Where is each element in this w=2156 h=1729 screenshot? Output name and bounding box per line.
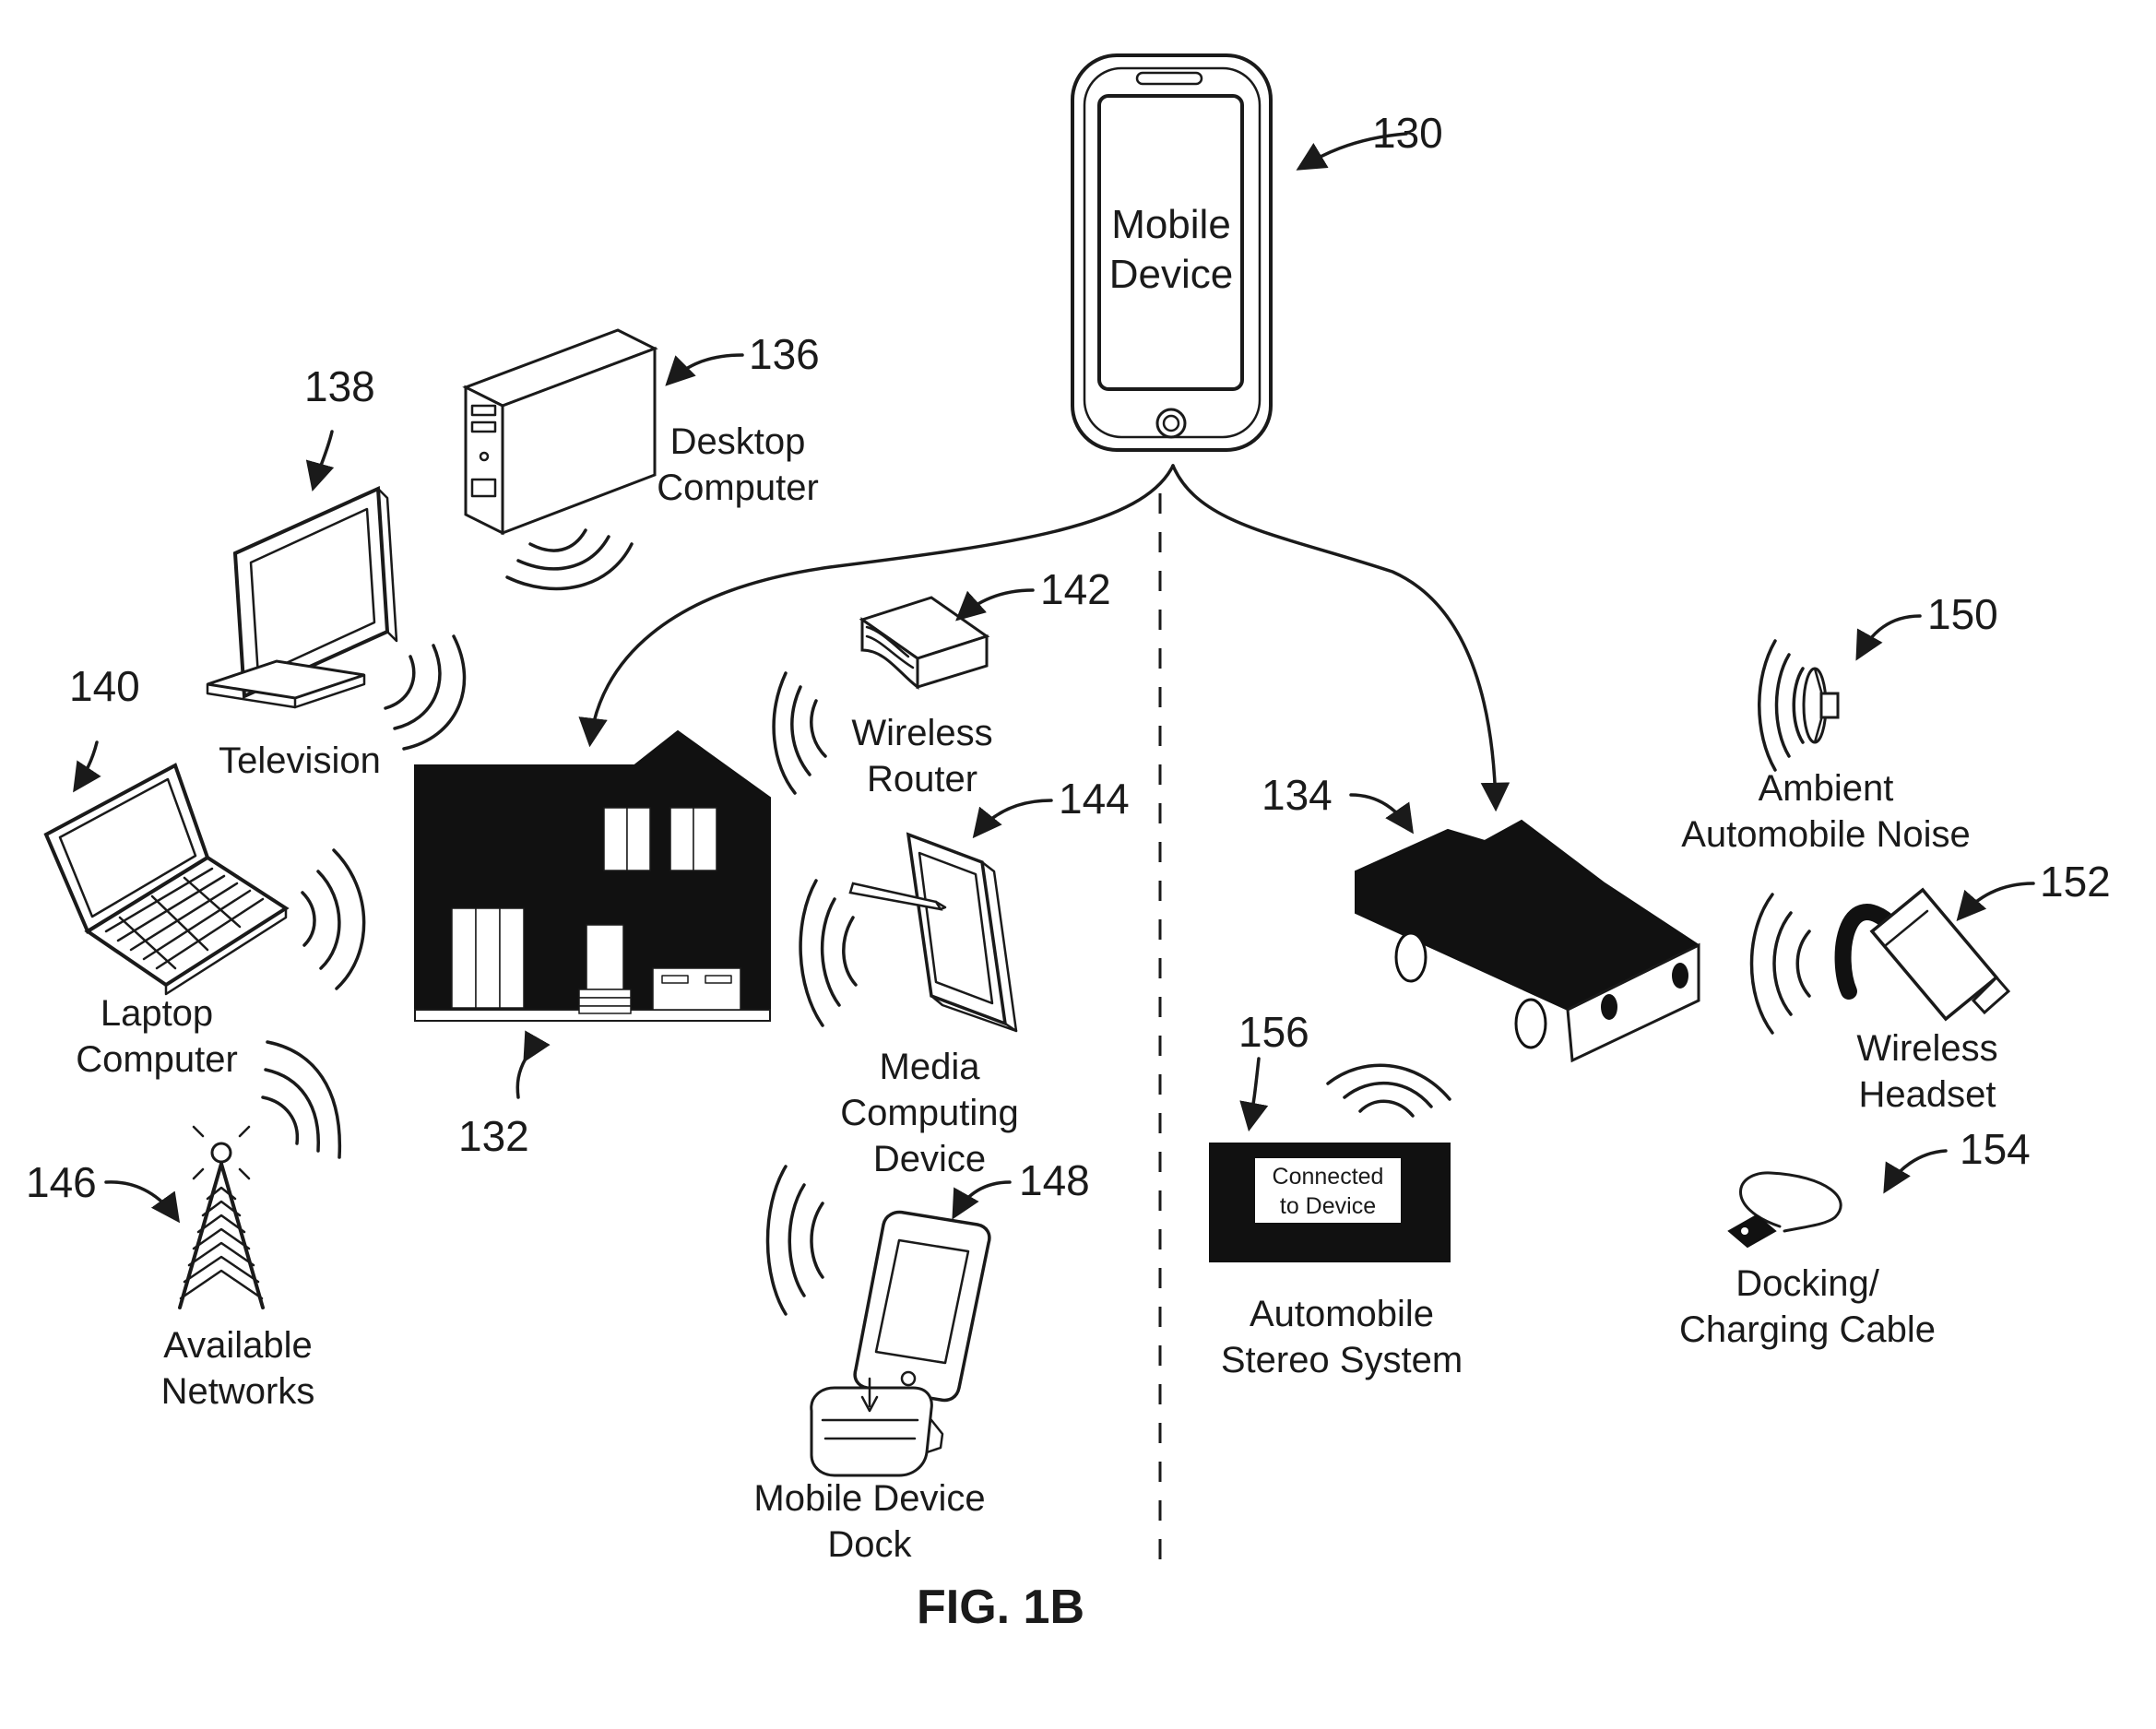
ref-arrow-134 [1351,795,1411,830]
desktop-tower-icon [466,330,655,533]
ref-arrow-152 [1960,883,2033,918]
bluetooth-headset-icon [1843,890,2008,1019]
docking-charging-cable: Docking/ Charging Cable 154 [1679,1125,2031,1350]
ref-arrow-146 [106,1182,177,1219]
ref-arrow-150 [1858,616,1920,657]
mobile-device-label-line2: Device [1109,252,1234,297]
cable-label-line2: Charging Cable [1679,1309,1936,1350]
mobile-device: Mobile Device 130 [1072,55,1443,450]
car-icon [1356,821,1699,1060]
ref-arrow-140 [76,742,97,788]
ambient-automobile-noise: Ambient Automobile Noise 150 [1681,590,1998,855]
tablet-stylus-icon [850,835,1016,1031]
ambient-label-line2: Automobile Noise [1681,814,1971,855]
dock-label-line1: Mobile Device [753,1478,985,1519]
house-icon [415,731,770,1021]
desktop-computer: Desktop Computer 136 [466,330,820,588]
wireless-signal-icon [507,530,632,588]
wireless-router: Wireless Router 142 [774,565,1111,799]
phone-dock-icon [811,1213,989,1475]
router-label-line2: Router [867,759,977,799]
connection-to-automobile [1173,466,1496,807]
headset-label-line2: Headset [1859,1074,1996,1115]
stereo-label-line2: Stereo System [1221,1340,1463,1380]
ref-arrow-148 [954,1182,1010,1215]
wireless-signal-icon [800,881,856,1025]
ref-144: 144 [1059,775,1130,823]
ref-156: 156 [1238,1008,1309,1056]
media-label-line3: Device [873,1139,986,1179]
available-networks: Available Networks 146 [26,1042,339,1412]
automobile: 134 [1262,771,1699,1060]
ref-154: 154 [1960,1125,2031,1173]
ref-136: 136 [749,330,820,378]
ref-148: 148 [1019,1156,1090,1204]
stereo-screen-line2: to Device [1280,1193,1376,1219]
wireless-signal-icon [774,673,825,793]
ref-arrow-156 [1250,1059,1259,1127]
wireless-signal-icon [385,636,465,749]
laptop-label-line2: Computer [76,1039,238,1080]
networks-label-line2: Networks [161,1371,315,1412]
router-label-line1: Wireless [851,713,992,753]
television: Television 138 [207,362,465,781]
speaker-icon [1759,641,1838,770]
automobile-stereo-system: Connected to Device Automobile Stereo Sy… [1210,1008,1463,1380]
wireless-signal-icon [1328,1065,1450,1116]
ref-arrow-136 [669,355,742,383]
cable-label-line1: Docking/ [1735,1263,1880,1304]
ambient-label-line1: Ambient [1759,768,1894,809]
ref-132: 132 [458,1112,529,1160]
ref-arrow-132 [517,1059,526,1097]
laptop-label-line1: Laptop [101,993,213,1034]
wireless-signal-icon [767,1166,823,1314]
mobile-device-dock: Mobile Device Dock 148 [753,1156,1089,1565]
ref-arrow-154 [1886,1151,1946,1190]
ref-142: 142 [1040,565,1111,613]
cell-tower-icon [180,1127,263,1308]
wireless-signal-icon [263,1042,339,1157]
desktop-label-line2: Computer [657,468,819,508]
wireless-signal-icon [1752,894,1810,1033]
usb-cable-icon [1729,1173,1841,1247]
wireless-headset: Wireless Headset 152 [1752,858,2111,1115]
ref-152: 152 [2040,858,2111,906]
mobile-device-label-line1: Mobile [1111,202,1231,247]
house: 132 [415,731,770,1160]
figure-caption: FIG. 1B [917,1581,1084,1634]
ref-arrow-142 [959,590,1033,618]
ref-150: 150 [1927,590,1998,638]
stereo-screen-line1: Connected [1273,1164,1384,1190]
ref-arrow-138 [314,432,332,487]
headset-label-line1: Wireless [1856,1028,1997,1069]
television-label: Television [219,740,381,781]
ref-146: 146 [26,1158,97,1206]
wireless-signal-icon [302,850,364,989]
television-icon [207,489,397,707]
ref-140: 140 [69,662,140,710]
laptop-icon [46,765,286,994]
media-label-line2: Computing [840,1093,1018,1133]
networks-label-line1: Available [163,1325,313,1366]
desktop-label-line1: Desktop [670,421,806,462]
laptop-computer: Laptop Computer 140 [46,662,364,1080]
stereo-label-line1: Automobile [1250,1294,1434,1334]
ref-138: 138 [304,362,375,410]
ref-134: 134 [1262,771,1333,819]
media-label-line1: Media [880,1047,981,1087]
ref-130: 130 [1372,109,1443,157]
ref-arrow-144 [976,800,1051,835]
media-computing-device: Media Computing Device 144 [800,775,1130,1179]
dock-label-line2: Dock [827,1524,912,1565]
